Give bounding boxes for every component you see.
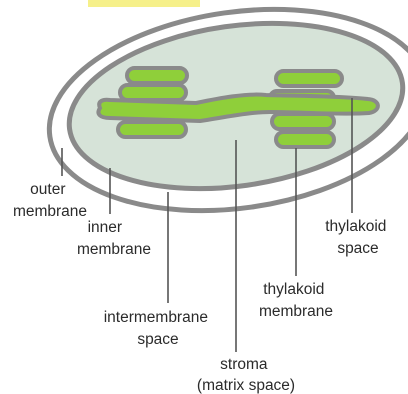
inner-membrane-label-line2: membrane: [77, 241, 151, 258]
outer-membrane-label-line1: outer: [30, 181, 65, 198]
intermembrane-space-label-line2: space: [137, 331, 178, 348]
thylakoid-membrane-label-line1: thylakoid: [263, 281, 324, 298]
outer-membrane-label: outer membrane: [13, 181, 87, 220]
inner-membrane-label-line1: inner: [88, 219, 122, 236]
thylakoid-disc: [276, 132, 334, 147]
thylakoid-disc: [118, 122, 186, 137]
thylakoid-disc: [276, 71, 342, 86]
thylakoid-disc: [120, 85, 186, 100]
thylakoid-space-label-line1: thylakoid: [325, 218, 386, 235]
stroma-label-line1: stroma: [220, 356, 268, 373]
intermembrane-space-label-line1: intermembrane: [104, 309, 208, 326]
thylakoid-disc: [272, 114, 334, 129]
inner-membrane-label: inner membrane: [77, 219, 151, 258]
thylakoid-space-label-line2: space: [337, 240, 378, 257]
stroma-label: stroma (matrix space): [197, 356, 295, 394]
thylakoid-membrane-label: thylakoid membrane: [259, 281, 333, 320]
intermembrane-space-label: intermembrane space: [104, 309, 213, 348]
thylakoid-disc: [127, 68, 187, 83]
thylakoid-membrane-label-line2: membrane: [259, 303, 333, 320]
thylakoid-space-label: thylakoid space: [325, 218, 391, 257]
stroma-label-line2: (matrix space): [197, 377, 295, 394]
top-highlight: [88, 0, 200, 7]
outer-membrane-label-line2: membrane: [13, 203, 87, 220]
